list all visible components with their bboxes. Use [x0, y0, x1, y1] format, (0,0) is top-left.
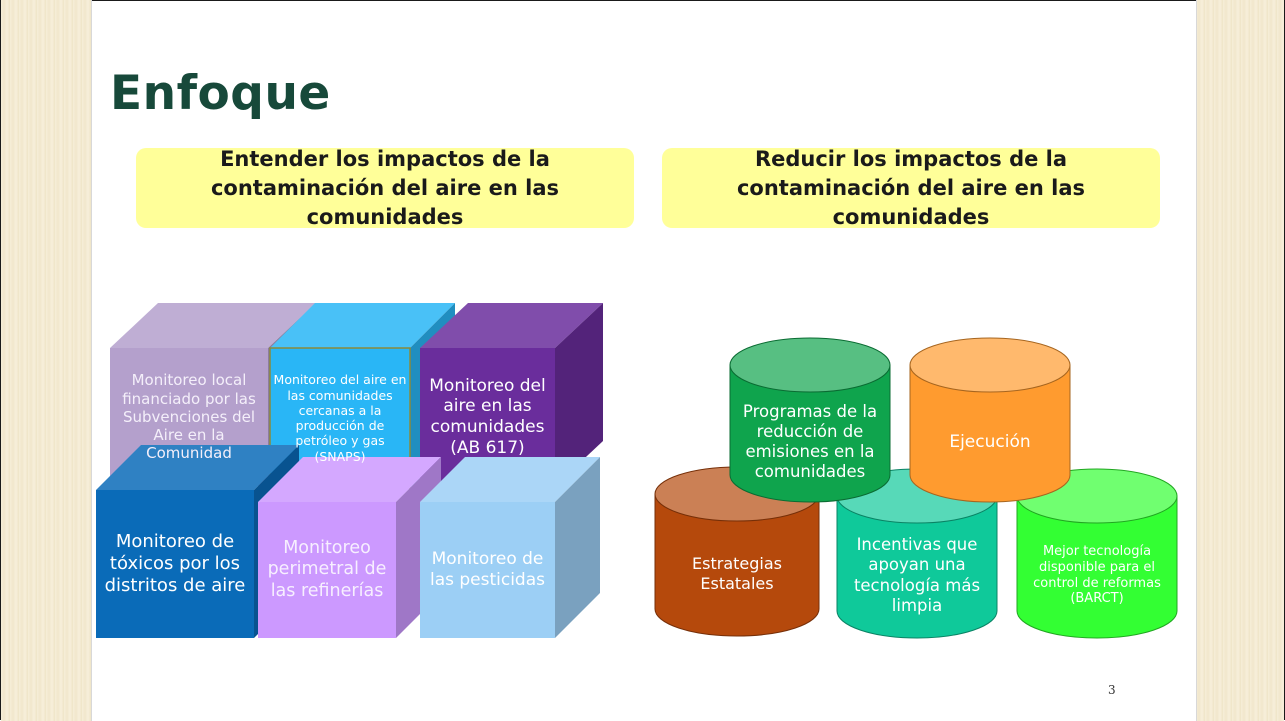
- cylinder-barct: [1016, 468, 1178, 639]
- page-number: 3: [1108, 683, 1116, 697]
- cylinder-enforcement-label: Ejecución: [949, 431, 1031, 452]
- left-decorative-strip: [1, 0, 91, 721]
- cube-pesticides-monitoring-label: Monitoreo de las pesticidas: [429, 549, 546, 590]
- right-heading-box: [662, 148, 1160, 228]
- cube-refinery-monitoring-label: Monitoreo perimetral de las refinerías: [267, 537, 387, 601]
- cube-ab617-monitoring-label: Monitoreo del aire en las comunidades (A…: [429, 375, 546, 458]
- cube-toxics-monitoring-label: Monitoreo de tóxicos por los distritos d…: [104, 531, 246, 596]
- cube-snaps-monitoring-label: Monitoreo del aire en las comunidades ce…: [273, 372, 407, 464]
- cylinder-incentives-label: Incentivas que apoyan una tecnología más…: [853, 535, 981, 615]
- slide-title: Enfoque: [110, 66, 331, 121]
- cube-local-monitoring-label: Monitoreo local financiado por las Subve…: [122, 371, 256, 463]
- cylinder-enforcement: [909, 337, 1071, 503]
- cube-pesticides-monitoring: [420, 457, 600, 638]
- cylinder-barct-label: Mejor tecnología disponible para el cont…: [1033, 543, 1161, 607]
- cylinder-state-strategies: [654, 466, 820, 637]
- right-decorative-strip: [1196, 0, 1284, 721]
- left-heading-box: [136, 148, 634, 228]
- cylinder-emission-programs: [729, 337, 891, 503]
- cylinder-state-strategies-label: Estrategias Estatales: [692, 553, 782, 593]
- right-divider: [1196, 0, 1197, 721]
- left-divider: [91, 0, 92, 721]
- right-heading: Reducir los impactos de la contaminación…: [736, 147, 1085, 229]
- left-heading: Entender los impactos de la contaminació…: [210, 147, 559, 229]
- cylinder-emission-programs-label: Programas de la reducción de emisiones e…: [742, 401, 878, 482]
